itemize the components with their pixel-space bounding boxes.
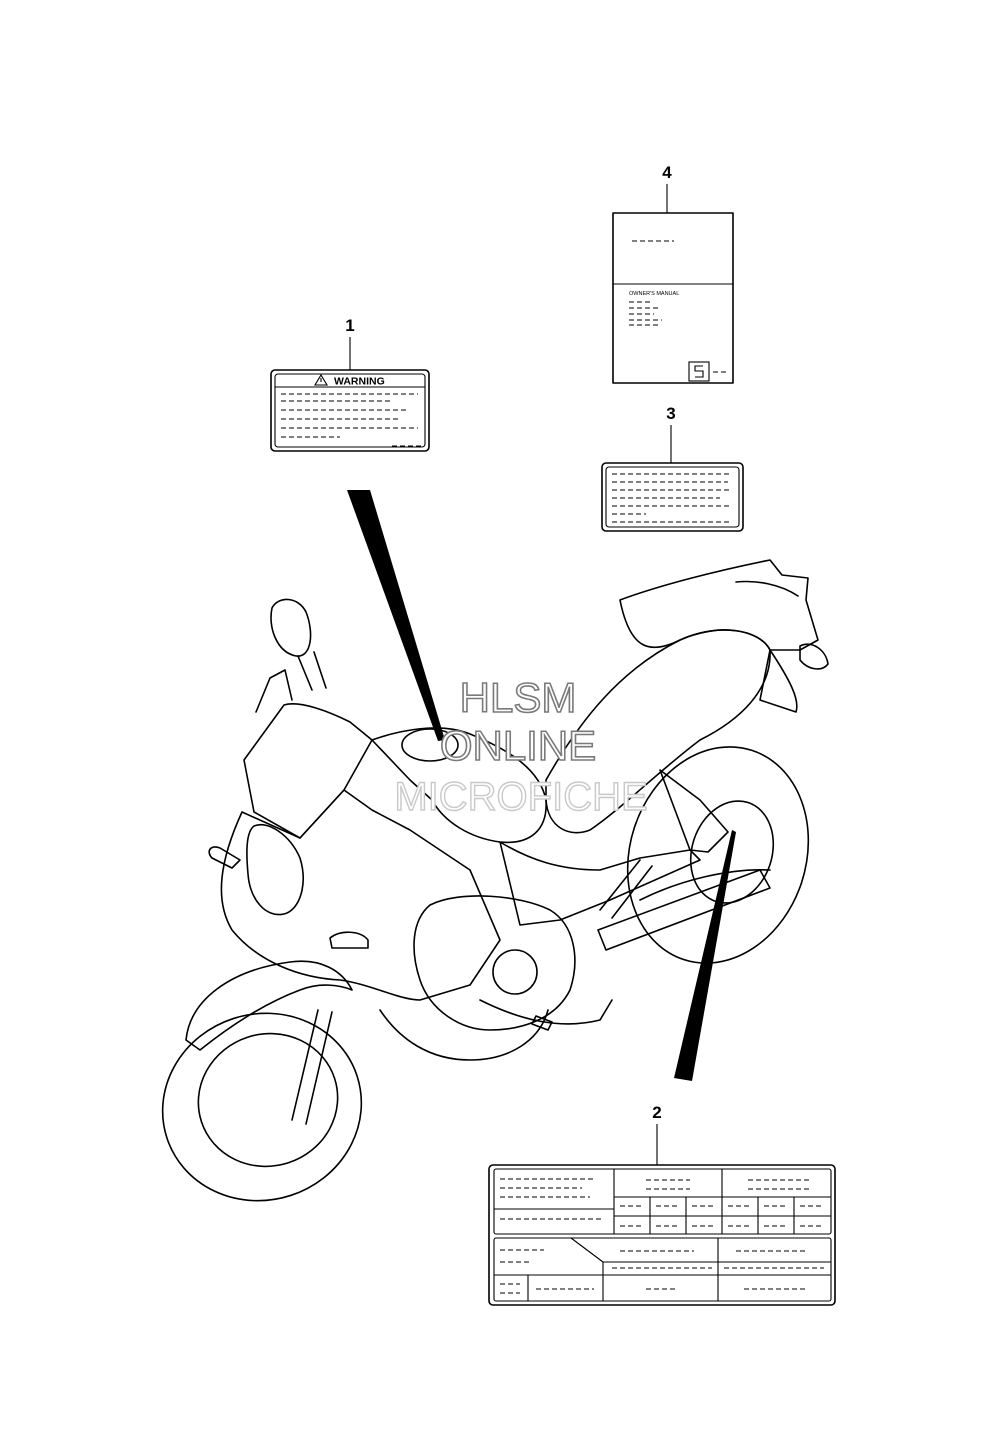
front-rim — [197, 1032, 339, 1168]
label-3-inner — [605, 466, 740, 528]
part-3-label[interactable]: 3 — [601, 404, 744, 532]
engine-block — [413, 895, 576, 1031]
side-panel — [659, 769, 729, 853]
front-tire — [161, 1012, 363, 1202]
exhaust — [479, 999, 613, 1025]
footpeg — [531, 1015, 553, 1031]
lower-cowl — [379, 1009, 549, 1061]
manual-outline — [612, 212, 734, 384]
pointer-wedge-2 — [674, 830, 736, 1081]
fuel-cap — [401, 728, 459, 762]
callout-number-4: 4 — [662, 163, 672, 182]
left-mirror-stem — [297, 651, 327, 691]
part-1-warning-label[interactable]: 1 WARNING — [270, 316, 430, 452]
seat — [545, 629, 771, 834]
grid-diagonal — [570, 1237, 604, 1263]
front-fairing — [220, 789, 501, 1001]
motorcycle-outline — [161, 559, 829, 1202]
warning-label-inner — [274, 373, 426, 448]
suzuki-s-logo-icon — [688, 361, 710, 382]
frame-side — [499, 841, 701, 926]
callout-number-1: 1 — [345, 316, 354, 335]
callout-number-3: 3 — [666, 404, 675, 423]
info-label-upper-grid — [493, 1168, 832, 1235]
info-label-lower-grid — [493, 1237, 832, 1302]
warning-triangle-icon — [314, 373, 328, 386]
watermark-line-3: MICROFICHE — [394, 775, 647, 819]
tail-cowl — [619, 559, 819, 651]
chain-guard — [639, 868, 771, 901]
callout-number-2: 2 — [652, 1103, 661, 1122]
headlight — [246, 823, 304, 916]
warning-label-title: WARNING — [334, 376, 385, 388]
pointer-wedge-1 — [347, 490, 445, 741]
warning-label-outer — [270, 369, 430, 452]
manual-subtitle: OWNER'S MANUAL — [629, 291, 679, 297]
rear-shock — [599, 859, 653, 919]
watermark: HLSM ONLINE MICROFICHE — [394, 673, 649, 820]
part-4-owners-manual[interactable]: 4 OWNER'S MANUAL — [612, 163, 734, 384]
tail-light — [799, 643, 829, 670]
watermark-line-1: HLSM — [460, 674, 577, 721]
beak — [255, 669, 293, 713]
turn-signal — [208, 846, 241, 869]
front-fork — [291, 1009, 333, 1125]
brake-caliper — [329, 931, 369, 949]
front-fender — [185, 960, 353, 1051]
grab-rail — [735, 580, 799, 597]
engine-cover — [492, 949, 538, 995]
windscreen — [243, 703, 373, 839]
rear-tire — [626, 746, 810, 964]
label-3-outer — [601, 462, 744, 532]
swing-arm — [597, 869, 771, 951]
left-mirror — [270, 598, 312, 657]
suzuki-s-logo-glyph — [694, 365, 704, 378]
watermark-line-2: ONLINE — [440, 722, 596, 769]
part-2-information-label[interactable]: 2 — [488, 1103, 836, 1306]
rear-fender — [759, 649, 798, 713]
info-label-outer — [488, 1164, 836, 1306]
